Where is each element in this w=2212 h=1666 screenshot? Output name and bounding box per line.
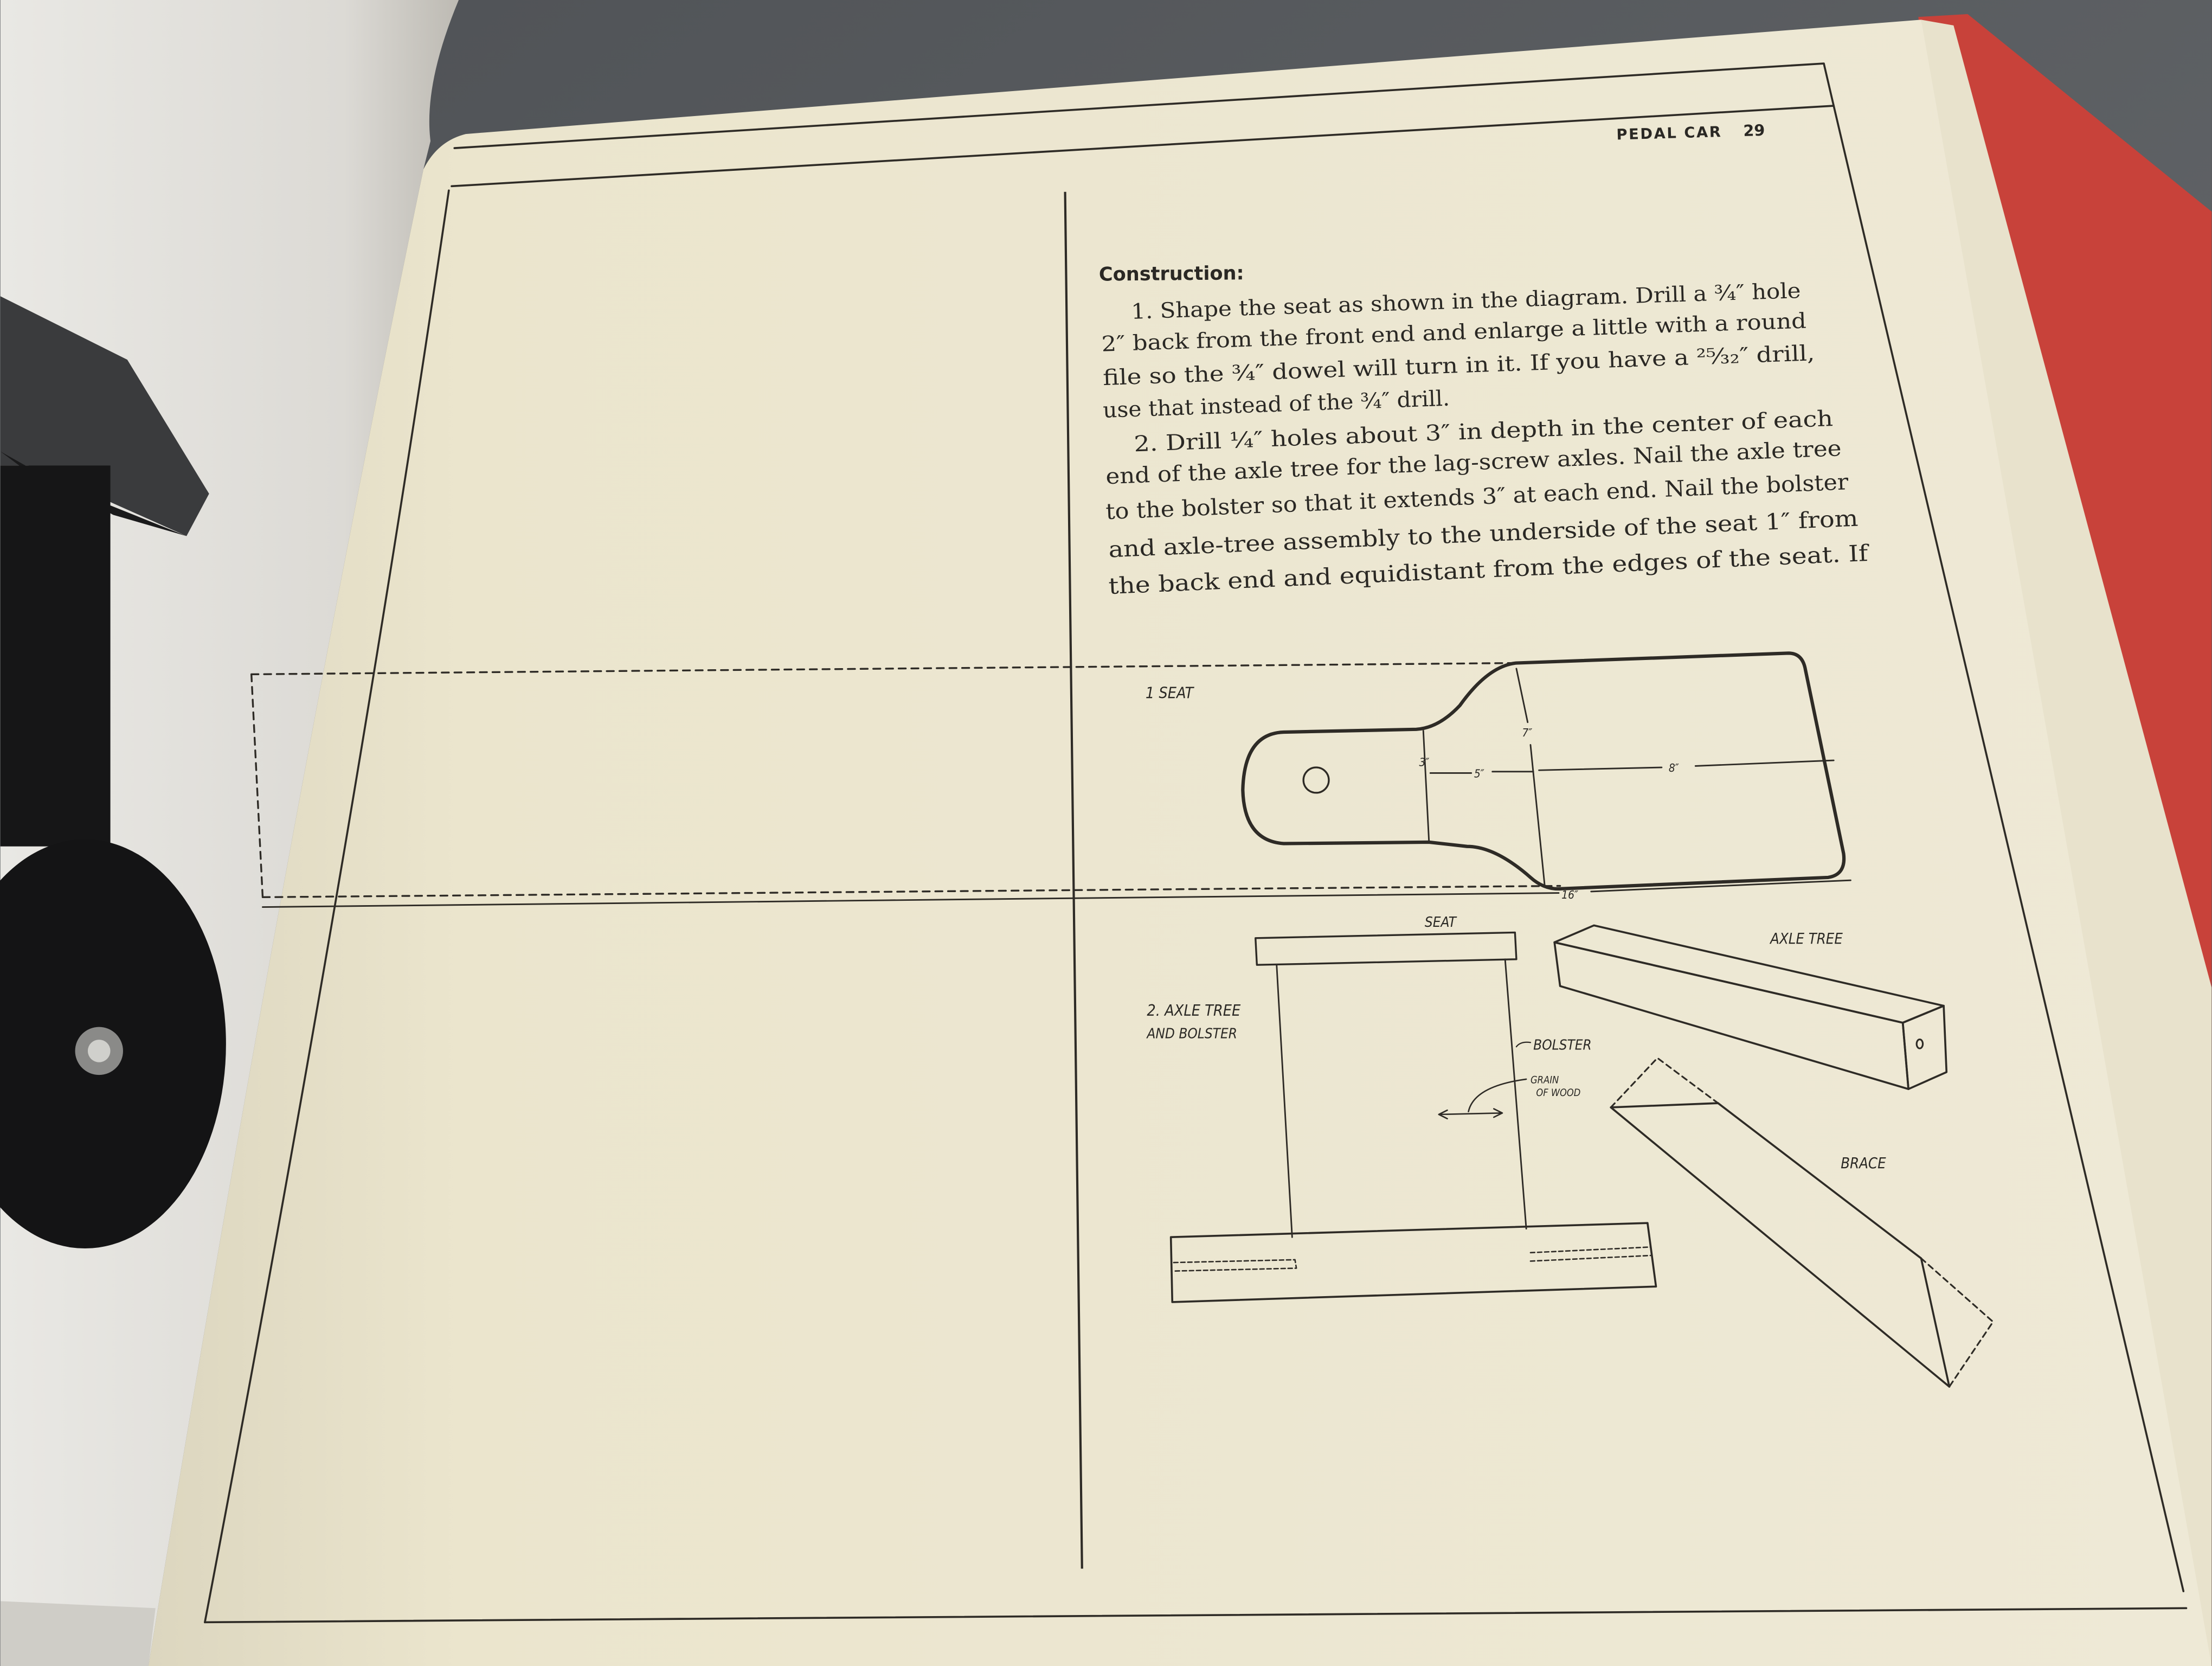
seat-diagram: 1 SEAT 3″ 5″ 7″ 8″ 16″ — [250, 651, 1851, 908]
fig1-label: 1 SEAT — [1146, 684, 1195, 702]
grain-label: GRAIN — [1531, 1075, 1559, 1086]
seat-label: SEAT — [1425, 914, 1457, 931]
axle-tree-label: AXLE TREE — [1769, 931, 1843, 947]
dim-neck-length: 5″ — [1474, 767, 1484, 780]
bolster-label: BOLSTER — [1533, 1037, 1592, 1053]
grain-label: OF WOOD — [1536, 1087, 1580, 1099]
fig2-label: 2. AXLE TREE — [1147, 1001, 1241, 1020]
dim-neck-width: 3″ — [1419, 755, 1429, 768]
page-frame — [204, 62, 2188, 1624]
column-divider — [1064, 191, 1083, 1569]
grain-arrow-icon — [1438, 1078, 1527, 1120]
brace-diagram: BRACE — [1610, 1057, 1994, 1388]
axle-tree-diagram: AXLE TREE — [1553, 924, 1948, 1090]
fig2-label: AND BOLSTER — [1146, 1026, 1237, 1042]
brace-label: BRACE — [1841, 1155, 1886, 1172]
right-page — [148, 20, 2212, 1666]
page-number: 29 — [1743, 121, 1765, 140]
axle-bolster-diagram: 2. AXLE TREE AND BOLSTER SEAT BOLSTER GR… — [1146, 914, 1657, 1303]
dowel-hole — [1302, 766, 1330, 794]
running-title: PEDAL CAR — [1616, 124, 1722, 143]
construction-text: Construction: 1. Shape the seat as shown… — [1099, 262, 1870, 599]
left-page-bottom — [0, 1601, 156, 1666]
dim-total-length: 16″ — [1561, 888, 1578, 901]
seat-outline — [1241, 651, 1846, 891]
dim-seat-length: 8″ — [1669, 761, 1679, 774]
toy-photo — [0, 296, 226, 1248]
axle-hole — [1915, 1038, 1924, 1049]
dim-seat-width: 7″ — [1522, 726, 1532, 739]
section-heading: Construction: — [1099, 262, 1244, 285]
